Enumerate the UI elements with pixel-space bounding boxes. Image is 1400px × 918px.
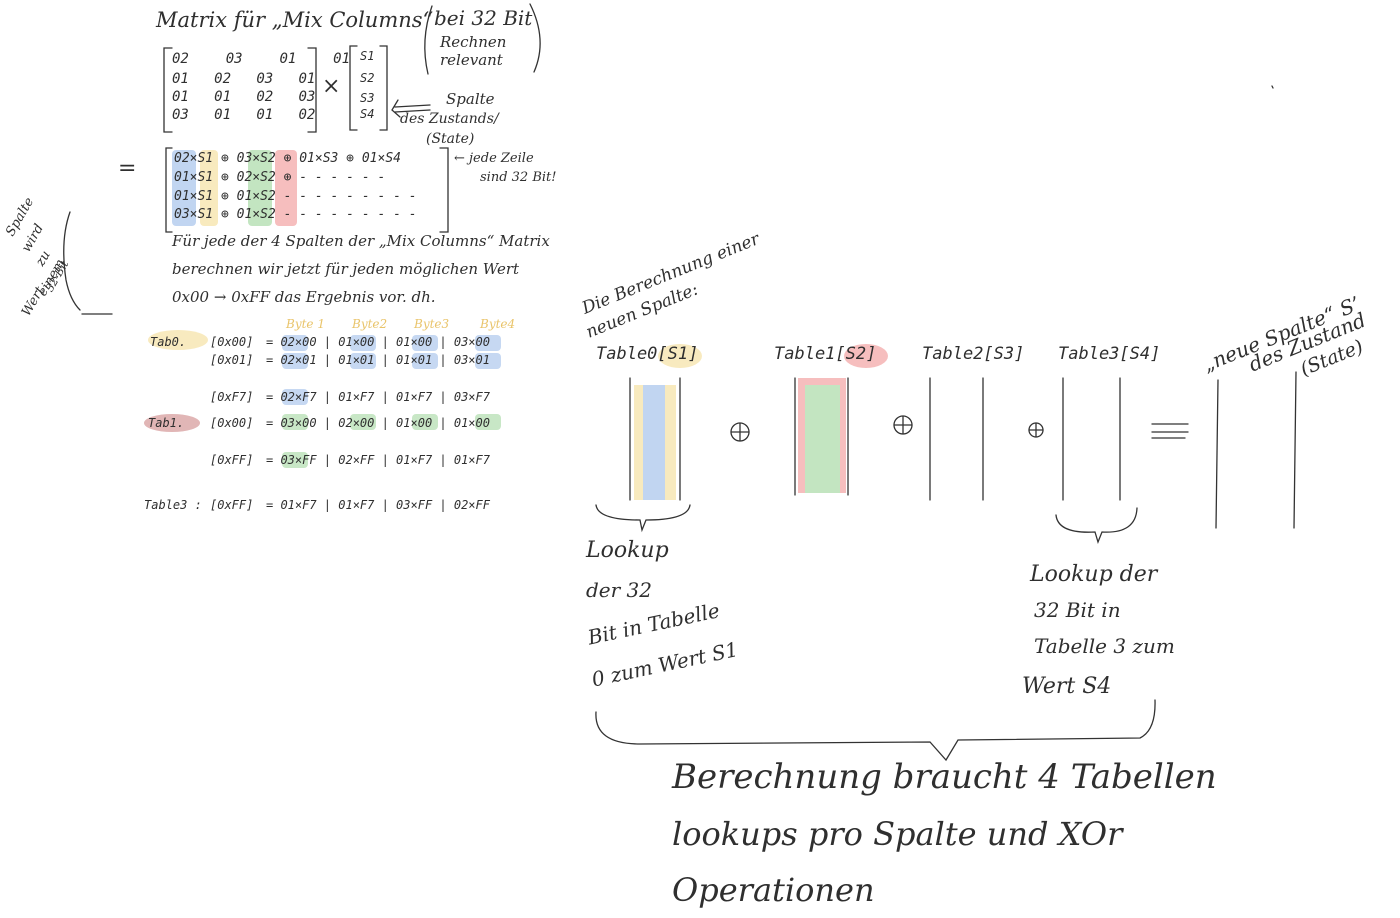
note-32bit-line2: Rechnen bbox=[440, 33, 507, 51]
paragraph-line1: Für jede der 4 Spalten der „Mix Columns“… bbox=[172, 232, 550, 250]
byte-header-4: Byte4 bbox=[480, 317, 516, 331]
lookup-note-right-line2: 32 Bit in bbox=[1034, 598, 1121, 622]
vector-bracket-left bbox=[349, 45, 358, 131]
paragraph-line2: berechnen wir jetzt für jeden möglichen … bbox=[172, 260, 520, 278]
matrix-bracket-left bbox=[163, 47, 173, 133]
vector-s1: S1 bbox=[360, 49, 375, 63]
column-result bbox=[1215, 371, 1297, 529]
table-row-index: [0xFF] bbox=[210, 498, 254, 512]
times-sign: × bbox=[322, 74, 341, 99]
table-row-value: = 01×F7 | 01×F7 | 03×FF | 02×FF bbox=[266, 498, 490, 512]
table-row-index: [0x00] bbox=[210, 416, 254, 430]
result-row-1: 02×S1 ⊕ 03×S2 ⊕ 01×S3 ⊕ 01×S4 bbox=[174, 151, 401, 166]
lookup-table0: Table0[S1] bbox=[596, 344, 699, 364]
vector-s3: S3 bbox=[360, 91, 375, 105]
state-note-line1: Spalte bbox=[446, 90, 495, 108]
state-note-line3: (State) bbox=[426, 131, 475, 147]
hl-table1-index bbox=[844, 344, 888, 368]
vector-s4: S4 bbox=[360, 107, 375, 121]
table-row-value: = 03×FF | 02×FF | 01×F7 | 01×F7 bbox=[266, 453, 490, 467]
result-row-3: 01×S1 ⊕ 01×S2 - - - - - - - - - bbox=[174, 189, 417, 204]
matrix-row-3: 01 01 02 03 bbox=[172, 89, 316, 105]
byte-header-1: Byte 1 bbox=[286, 317, 325, 331]
column-table3 bbox=[1062, 377, 1121, 501]
brace-right bbox=[1055, 507, 1138, 544]
vector-s2: S2 bbox=[360, 71, 375, 85]
table-row-value: = 02×F7 | 01×F7 | 01×F7 | 03×F7 bbox=[266, 390, 490, 404]
summary-line3: Operationen bbox=[672, 871, 875, 909]
table-row-index: [0x01] bbox=[210, 353, 254, 367]
table-row-value: = 02×00 | 01×00 | 01×00 | 03×00 bbox=[266, 335, 490, 349]
lookup-note-left-line1: Lookup bbox=[586, 538, 669, 563]
hl-tab0-yellow bbox=[148, 330, 208, 350]
matrix-row-4: 03 01 01 02 bbox=[172, 107, 316, 123]
lookup-table3: Table3[S4] bbox=[1058, 344, 1161, 364]
column-table0 bbox=[629, 377, 681, 501]
hl-table0-blue bbox=[643, 385, 665, 500]
hl-yellow-col bbox=[200, 150, 218, 226]
matrix-bracket-right bbox=[307, 47, 317, 133]
state-arrow bbox=[391, 99, 431, 118]
lookup-note-left-line2: der 32 bbox=[586, 578, 653, 602]
summary-line2: lookups pro Spalte und XOr bbox=[672, 815, 1123, 853]
brace-big bbox=[595, 699, 1156, 762]
result-bracket-right bbox=[439, 147, 449, 233]
result-row-2: 01×S1 ⊕ 02×S2 ⊕ - - - - - - bbox=[174, 170, 386, 185]
state-note-line2: des Zustands/ bbox=[400, 111, 499, 127]
table-row-index: [0xF7] bbox=[210, 390, 254, 404]
table-row-label: Tab0. bbox=[150, 335, 187, 349]
column-table2 bbox=[929, 377, 984, 501]
vector-bracket-right bbox=[379, 45, 388, 131]
hl-table0-index bbox=[658, 344, 702, 368]
table-row-value: = 02×01 | 01×01 | 01×01 | 03×01 bbox=[266, 353, 490, 367]
title-line: Matrix für „Mix Columns“ bbox=[156, 8, 434, 32]
table-row-index: [0x00] bbox=[210, 335, 254, 349]
hl-table1-green bbox=[805, 385, 840, 493]
hl-tab1-red bbox=[144, 414, 200, 432]
column-table1 bbox=[794, 377, 849, 496]
table-row-label: Tab1. bbox=[148, 416, 185, 430]
hl-red-col bbox=[275, 150, 297, 226]
hl-blue-col bbox=[172, 150, 196, 226]
note-bracket bbox=[424, 5, 433, 75]
row-note-line1: ← jede Zeile bbox=[454, 151, 534, 166]
result-bracket-left bbox=[165, 147, 173, 233]
lookup-note-right-line3: Tabelle 3 zum bbox=[1034, 634, 1175, 658]
table-row-value: = 03×00 | 02×00 | 01×00 | 01×00 bbox=[266, 416, 490, 430]
table-row-index: [0xFF] bbox=[210, 453, 254, 467]
hl-green-col bbox=[248, 150, 272, 226]
paragraph-line3: 0x00 → 0xFF das Ergebnis vor. dh. bbox=[172, 288, 436, 306]
lookup-note-right-line4: Wert S4 bbox=[1022, 674, 1112, 699]
side-note-curve bbox=[63, 211, 81, 311]
lookup-table2: Table2[S3] bbox=[922, 344, 1025, 364]
table-row-label: Table3 : bbox=[144, 498, 202, 512]
brace-left bbox=[595, 504, 691, 533]
summary-line1: Berechnung braucht 4 Tabellen bbox=[672, 757, 1217, 797]
lookup-table1: Table1[S2] bbox=[774, 344, 877, 364]
note-bracket-right bbox=[529, 3, 541, 73]
equals-strokes bbox=[1151, 423, 1189, 439]
note-32bit-line1: bei 32 Bit bbox=[434, 6, 533, 30]
byte-header-2: Byte2 bbox=[352, 317, 388, 331]
matrix-row-1: 02 03 01 01 bbox=[172, 51, 351, 67]
result-row-4: 03×S1 ⊕ 01×S2 - - - - - - - - - bbox=[174, 207, 417, 222]
byte-header-3: Byte3 bbox=[414, 317, 450, 331]
matrix-row-2: 01 02 03 01 bbox=[172, 71, 316, 87]
note-32bit-line3: relevant bbox=[440, 51, 503, 69]
lookup-note-right-line1: Lookup der bbox=[1030, 562, 1158, 587]
row-note-line2: sind 32 Bit! bbox=[480, 170, 557, 185]
equals-sign: = bbox=[118, 156, 137, 181]
